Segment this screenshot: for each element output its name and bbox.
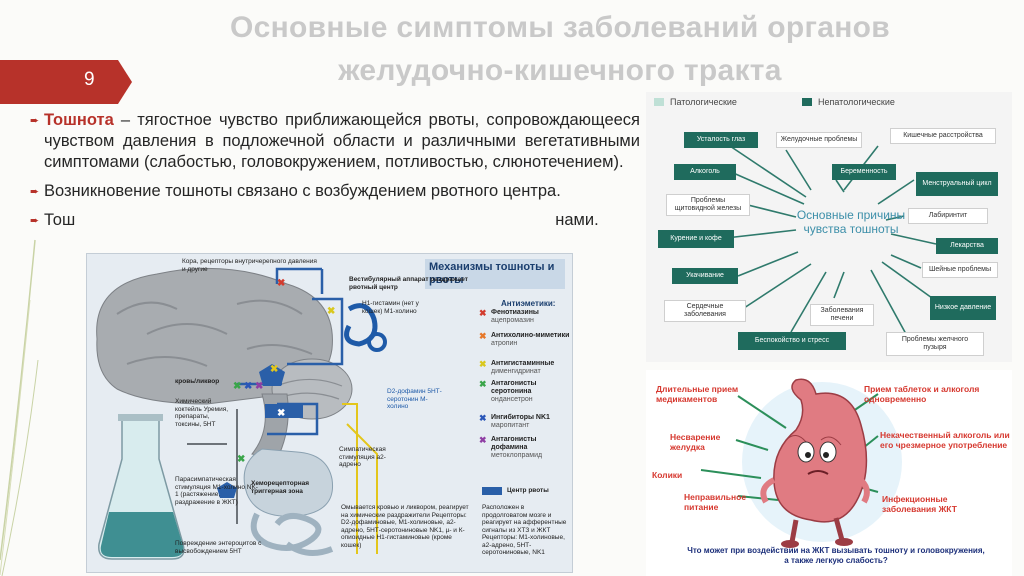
- legend-center-text: Расположен в продолговатом мозге и реаги…: [482, 504, 567, 556]
- cross-icon: ✖: [479, 413, 487, 423]
- label-vagal: Парасимпатическая стимуляция М1-холино N…: [175, 476, 258, 506]
- svg-text:✖: ✖: [244, 381, 252, 392]
- cause-item: Укачивание: [672, 268, 738, 284]
- cause-item: Курение и кофе: [658, 230, 734, 248]
- title-line-2: желудочно-кишечного тракта: [338, 54, 782, 87]
- bullet-arrow-icon: ➨: [30, 186, 40, 198]
- svg-text:✖: ✖: [237, 454, 245, 465]
- antiemetic-item: ✖ Ингибиторы NK1 маропитант: [479, 413, 550, 430]
- antiemetic-item: ✖ Антигистаминные дименгидринат: [479, 359, 555, 376]
- cause-item: Лабиринтит: [908, 208, 988, 224]
- nausea-definition: – тягостное чувство приближающейся рвоты…: [44, 111, 640, 171]
- cause-item: Лекарства: [936, 238, 998, 254]
- mechanism-illustration: ✖ ✖ ✖ ✖ ✖ ✖ ✖ ✖: [96, 267, 502, 560]
- svg-text:✖: ✖: [277, 278, 285, 289]
- label-vestibular-receptors: Н1-гистамин (нет у кошек) М1-холино: [362, 300, 419, 315]
- causes-connectors: [720, 139, 937, 335]
- cartoon-label: Некачественный алкоголь или его чрезмерн…: [880, 430, 1010, 450]
- cartoon-label: Неправильное питание: [684, 492, 747, 512]
- antiemetics-heading: Антиэметики:: [501, 299, 556, 308]
- cartoon-label: Длительные прием медикаментов: [656, 384, 739, 404]
- cartoon-question: Что может при воздействии на ЖКТ вызыват…: [687, 546, 985, 565]
- cause-item: Беспокойство и стресс: [738, 332, 846, 350]
- legend-center-title: Центр рвоты: [507, 487, 549, 494]
- nausea-causes-figure: Патологические Непатологические Основные…: [646, 92, 1012, 362]
- antiemetic-item: ✖ Фенотиазины ацепромазин: [479, 308, 539, 325]
- bullet-arrow-icon: ➨: [30, 115, 40, 127]
- bullet-arrow-icon: ➨: [30, 215, 40, 227]
- cross-icon: ✖: [479, 308, 487, 318]
- cause-item: Сердечные заболевания: [664, 300, 746, 322]
- bullet-nausea: ➨ Тошнота – тягостное чувство приближающ…: [30, 110, 640, 173]
- mechanism-title: Механизмы тошноты и рвоты: [425, 259, 565, 289]
- antiemetic-item: ✖ Антихолино-миметики атропин: [479, 331, 570, 348]
- legend-pathological: Патологические: [670, 97, 737, 107]
- antiemetic-item: ✖ Антагонисты серотонина ондансетрон: [479, 379, 537, 404]
- cause-item: Шейные проблемы: [922, 262, 998, 278]
- label-cortex: Кора, рецепторы внутричерепного давления…: [182, 258, 317, 273]
- slide-number: 9: [84, 69, 95, 90]
- svg-text:✖: ✖: [255, 381, 263, 392]
- partial-start: Тош: [44, 211, 76, 229]
- stomach-illustration: [700, 378, 902, 548]
- cause-item: Проблемы желчного пузыря: [886, 332, 984, 356]
- nausea-mechanism-figure: ✖ ✖ ✖ ✖ ✖ ✖ ✖ ✖ Механизмы тошноты и рвот…: [86, 253, 573, 573]
- label-vestibular: Вестибулярный аппарат раздражает рвотный…: [349, 276, 468, 291]
- svg-text:✖: ✖: [327, 306, 335, 317]
- cross-icon: ✖: [479, 359, 487, 369]
- cause-item: Заболевания печени: [810, 304, 874, 326]
- cartoon-label: Прием таблеток и алкоголя одновременно: [864, 384, 980, 404]
- bullet-list: ➨ Тошнота – тягостное чувство приближающ…: [30, 110, 640, 231]
- label-sympathetic: Симпатическая стимуляция a2-адрено: [339, 446, 386, 468]
- decorative-stems: [0, 239, 39, 576]
- causes-center: Основные причины чувства тошноты: [796, 208, 906, 236]
- cause-item: Кишечные расстройства: [890, 128, 996, 144]
- cross-icon: ✖: [479, 435, 487, 445]
- legend-ctz-text: Омывается кровью и ликвором, реагирует н…: [341, 504, 469, 549]
- svg-text:✖: ✖: [233, 381, 241, 392]
- cause-item: Менструальный цикл: [916, 172, 998, 196]
- cartoon-label: Несварение желудка: [670, 432, 721, 452]
- slide-number-badge: 9: [0, 60, 132, 104]
- legend-nonpathological: Непатологические: [818, 97, 895, 107]
- svg-text:✖: ✖: [270, 364, 278, 375]
- legend-nonpathological-swatch: [802, 98, 812, 106]
- svg-text:✖: ✖: [277, 408, 285, 419]
- legend-ctz-title: Хеморецепторная триггерная зона: [251, 480, 310, 495]
- cause-item: Беременность: [832, 164, 896, 180]
- cause-item: Низкое давление: [930, 296, 996, 320]
- cross-icon: ✖: [479, 379, 487, 389]
- bullet-partial: ➨ Тош нами.: [30, 210, 640, 231]
- term-nausea: Тошнота: [44, 111, 114, 129]
- label-chemical: Химический коктейль Уремия, препараты, т…: [175, 398, 229, 428]
- slide-title: Основные симптомы заболеваний органов же…: [140, 6, 980, 92]
- title-line-1: Основные симптомы заболеваний органов: [229, 11, 891, 44]
- stomach-cartoon-figure: Длительные прием медикаментов Прием табл…: [646, 370, 1012, 576]
- antiemetic-item: ✖ Антагонисты дофамина метоклопрамид: [479, 435, 543, 460]
- cartoon-label: Инфекционные заболевания ЖКТ: [882, 494, 957, 514]
- label-enterocytes: Повреждение энтероцитов с высвобождением…: [175, 540, 262, 555]
- cause-item: Алкоголь: [674, 164, 736, 180]
- cause-item: Желудочные проблемы: [776, 132, 862, 148]
- legend-pathological-swatch: [654, 98, 664, 106]
- bullet-vomit-center: ➨ Возникновение тошноты связано с возбуж…: [30, 181, 640, 202]
- label-blood: кровь/ликвор: [175, 378, 220, 385]
- cartoon-label: Колики: [652, 470, 683, 480]
- vomit-center-text: Возникновение тошноты связано с возбужде…: [44, 182, 561, 200]
- label-d2: D2-дофамин 5НТ-серотонин М-холино: [387, 388, 442, 410]
- cause-item: Проблемы щитовидной железы: [666, 194, 750, 216]
- partial-end: нами.: [555, 211, 599, 229]
- cause-item: Усталость глаз: [684, 132, 758, 148]
- cross-icon: ✖: [479, 331, 487, 341]
